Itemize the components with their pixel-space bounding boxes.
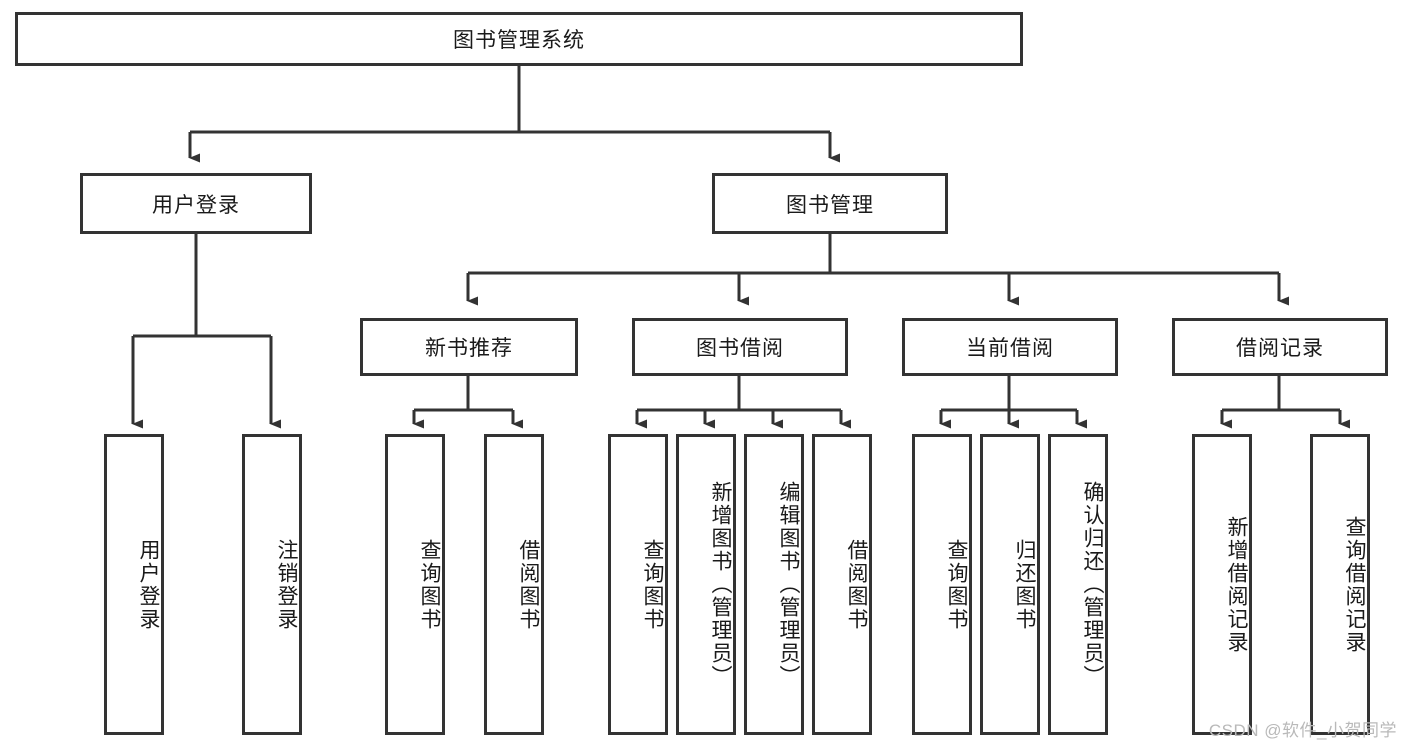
leaf-return-book-label: 归还图书: [1013, 538, 1036, 631]
leaf-query-borrow-record[interactable]: 查询借阅记录: [1310, 434, 1370, 735]
leaf-add-book-admin[interactable]: 新增图书（管理员）: [676, 434, 736, 735]
leaf-edit-book-admin[interactable]: 编辑图书（管理员）: [744, 434, 804, 735]
leaf-borrow-book-recommend[interactable]: 借阅图书: [484, 434, 544, 735]
node-current-borrow-label: 当前借阅: [966, 337, 1054, 360]
node-book-borrow-label: 图书借阅: [696, 337, 784, 360]
leaf-query-book-borrow-label: 查询图书: [641, 538, 664, 631]
node-new-book-recommend[interactable]: 新书推荐: [360, 318, 578, 376]
leaf-query-book-recommend[interactable]: 查询图书: [385, 434, 445, 735]
node-book-management[interactable]: 图书管理: [712, 173, 948, 234]
leaf-borrow-book[interactable]: 借阅图书: [812, 434, 872, 735]
leaf-query-book-current[interactable]: 查询图书: [912, 434, 972, 735]
leaf-query-book-recommend-label: 查询图书: [418, 538, 441, 631]
node-current-borrow[interactable]: 当前借阅: [902, 318, 1118, 376]
leaf-query-book-current-label: 查询图书: [945, 538, 968, 631]
leaf-confirm-return-admin[interactable]: 确认归还（管理员）: [1048, 434, 1108, 735]
node-book-borrow[interactable]: 图书借阅: [632, 318, 848, 376]
leaf-add-book-admin-label: 新增图书（管理员）: [709, 481, 732, 688]
node-new-book-recommend-label: 新书推荐: [425, 337, 513, 360]
leaf-logout[interactable]: 注销登录: [242, 434, 302, 735]
leaf-borrow-book-label: 借阅图书: [845, 538, 868, 631]
leaf-user-login-label: 用户登录: [137, 538, 160, 631]
leaf-query-borrow-record-label: 查询借阅记录: [1343, 515, 1366, 654]
leaf-confirm-return-admin-label: 确认归还（管理员）: [1081, 481, 1104, 688]
leaf-logout-label: 注销登录: [275, 538, 298, 631]
leaf-edit-book-admin-label: 编辑图书（管理员）: [777, 481, 800, 688]
node-borrow-record[interactable]: 借阅记录: [1172, 318, 1388, 376]
leaf-user-login[interactable]: 用户登录: [104, 434, 164, 735]
node-user-login-label: 用户登录: [152, 193, 240, 217]
node-root-label: 图书管理系统: [453, 29, 585, 52]
leaf-return-book[interactable]: 归还图书: [980, 434, 1040, 735]
leaf-add-borrow-record[interactable]: 新增借阅记录: [1192, 434, 1252, 735]
leaf-add-borrow-record-label: 新增借阅记录: [1225, 515, 1248, 654]
node-user-login[interactable]: 用户登录: [80, 173, 312, 234]
node-borrow-record-label: 借阅记录: [1236, 337, 1324, 360]
csdn-watermark: CSDN @软件_小贺同学: [1208, 721, 1397, 740]
leaf-borrow-book-recommend-label: 借阅图书: [517, 538, 540, 631]
node-root[interactable]: 图书管理系统: [15, 12, 1023, 66]
leaf-query-book-borrow[interactable]: 查询图书: [608, 434, 668, 735]
node-book-management-label: 图书管理: [786, 193, 874, 217]
